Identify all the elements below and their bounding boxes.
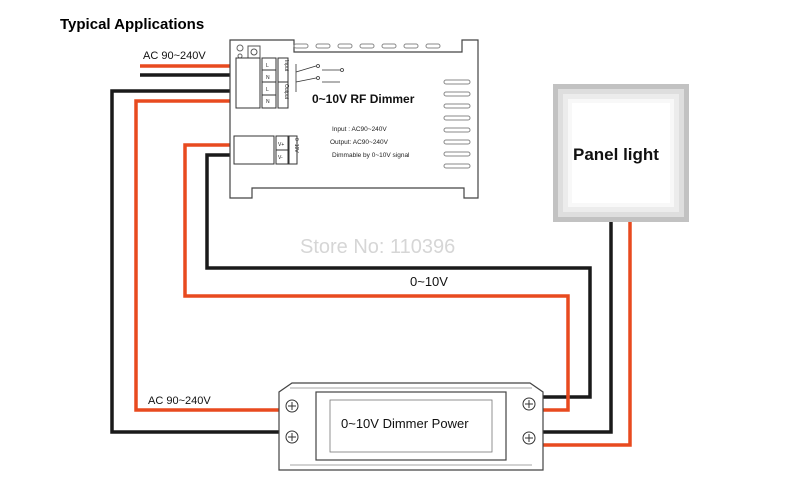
terminal-output-n: N xyxy=(266,99,270,105)
ac-terminal-block: L N L N Input Output xyxy=(235,57,289,109)
rf-dimmer-input-spec: Input : AC90~240V xyxy=(332,126,387,133)
terminal-v-minus: V- xyxy=(278,155,283,161)
terminal-v-plus: V+ xyxy=(278,142,284,148)
wire-signal-red xyxy=(183,143,570,412)
store-watermark: Store No: 110396 xyxy=(300,236,455,258)
terminal-output-l: L xyxy=(266,87,269,93)
diagram-heading: Typical Applications xyxy=(60,16,204,33)
signal-0-10v-label: 0~10V xyxy=(410,274,448,289)
ac-input-label-top: AC 90~240V xyxy=(143,50,206,62)
rf-dimmer-output-spec: Output: AC90~240V xyxy=(330,139,389,146)
signal-terminal-block: V+ V- 0~10V xyxy=(233,135,299,165)
learn-button xyxy=(247,45,261,59)
panel-light: Panel light xyxy=(553,84,689,222)
ac-input-label-bottom: AC 90~240V xyxy=(148,395,211,407)
screw-icon xyxy=(285,430,299,444)
wire-panel-black xyxy=(533,222,613,434)
terminal-group-input: Input xyxy=(283,60,289,72)
rf-dimmer-title: 0~10V RF Dimmer xyxy=(312,92,415,106)
rf-dimmer-vents-top xyxy=(293,43,441,49)
rf-dimmer-module: L N L N Input Output V+ V- 0~10V 0~10V R… xyxy=(229,39,479,199)
relay-symbol-icon xyxy=(295,64,344,92)
wire-out-live xyxy=(134,99,282,412)
rf-dimmer-led-icon xyxy=(236,44,244,52)
screw-icon xyxy=(522,431,536,445)
dimmer-power-label: 0~10V Dimmer Power xyxy=(341,416,469,431)
panel-light-label: Panel light xyxy=(573,145,659,164)
wires xyxy=(110,64,632,447)
screw-icon xyxy=(285,399,299,413)
rf-dimmer-vents-right xyxy=(443,79,471,169)
wire-out-neutral xyxy=(110,89,282,434)
terminal-group-output: Output xyxy=(283,84,289,100)
screw-icon xyxy=(522,397,536,411)
terminal-group-signal: 0~10V xyxy=(293,138,299,153)
dimmer-power-unit: 0~10V Dimmer Power xyxy=(278,382,544,471)
wire-panel-red xyxy=(533,222,632,447)
wire-signal-black xyxy=(205,153,592,399)
terminal-input-n: N xyxy=(266,75,270,81)
rf-dimmer-led-icon-2 xyxy=(237,53,243,59)
terminal-input-l: L xyxy=(266,63,269,69)
rf-dimmer-dimmable-spec: Dimmable by 0~10V signal xyxy=(332,152,410,159)
